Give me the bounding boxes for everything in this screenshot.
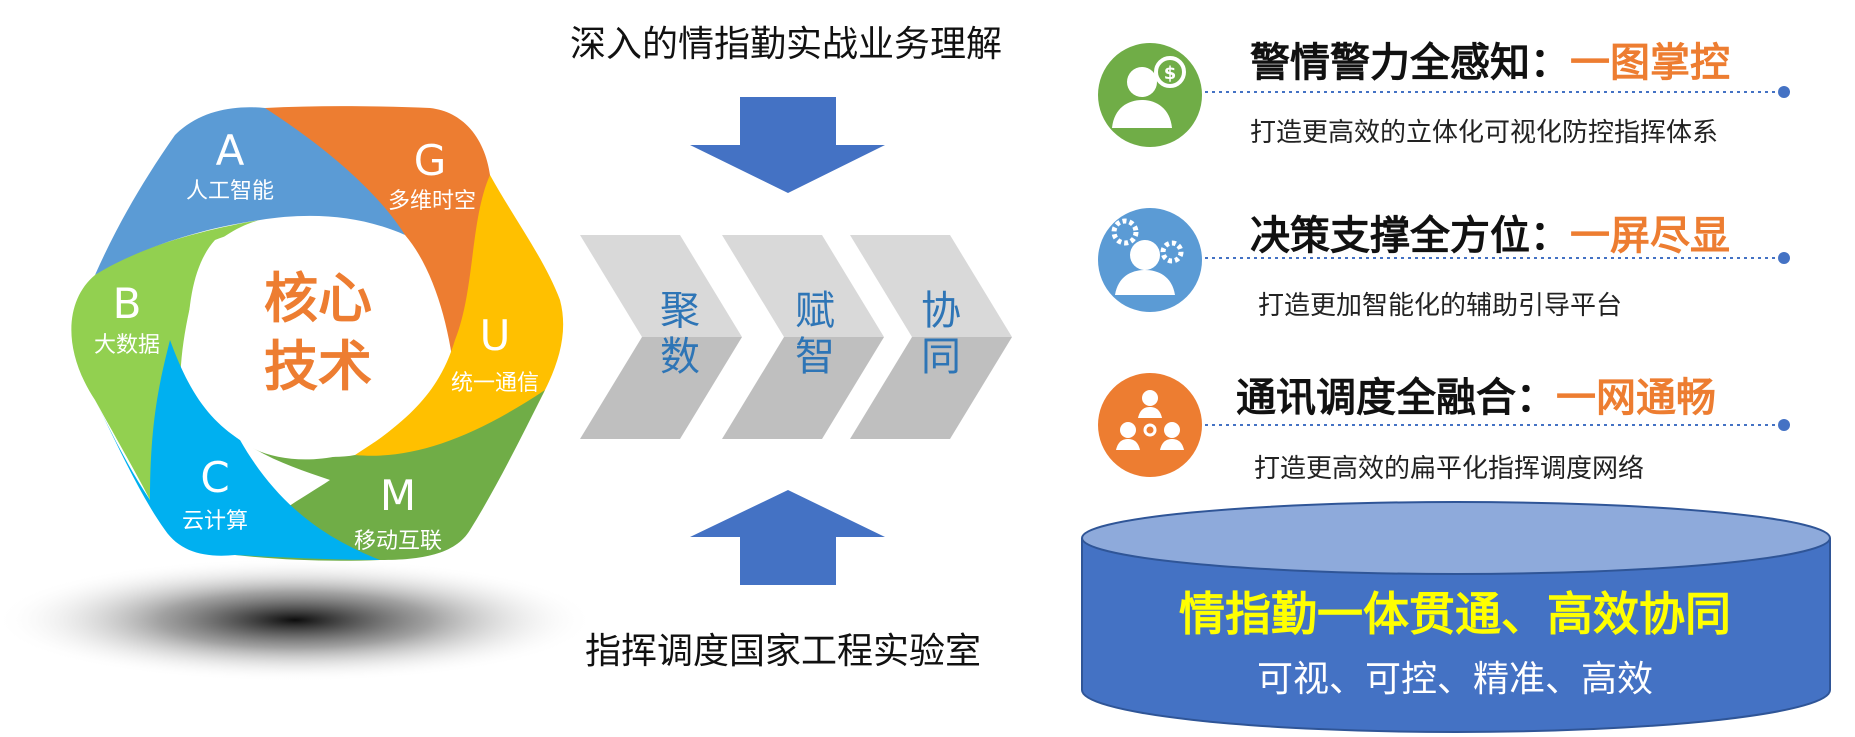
svg-text:$: $: [1164, 63, 1177, 84]
segment-c: [95, 340, 380, 560]
segment-c-label: 云计算: [182, 509, 248, 534]
feature-3-title: 通讯调度全融合：一网通畅: [1236, 375, 1716, 421]
up-arrow-icon: [690, 490, 885, 585]
chevron-3-text: 协同: [921, 288, 961, 380]
segment-b-label: 大数据: [94, 333, 160, 358]
segment-g: [265, 106, 492, 381]
segment-a-letter: A: [216, 126, 245, 175]
feature-2-title: 决策支撑全方位：一屏尽显: [1250, 213, 1730, 259]
segment-b-letter: B: [113, 279, 142, 328]
feature-2-desc: 打造更加智能化的辅助引导平台: [1258, 291, 1623, 321]
segment-m-label: 移动互联: [354, 529, 442, 554]
core-center: [188, 226, 445, 460]
base-subtitle: 可视、可控、精准、高效: [1256, 659, 1653, 700]
person-gears-icon: [1098, 208, 1202, 312]
segment-c-letter: C: [200, 453, 229, 502]
feature-3-desc: 打造更高效的扁平化指挥调度网络: [1254, 454, 1645, 484]
bottom-slogan: 指挥调度国家工程实验室: [585, 631, 982, 672]
feature-2-highlight: 一屏尽显: [1570, 213, 1730, 259]
segment-g-label: 多维时空: [388, 189, 476, 214]
feature-1-title: 警情警力全感知：一图掌控: [1250, 40, 1730, 86]
core-center-line2: 技术: [264, 335, 372, 398]
segment-a-label: 人工智能: [186, 179, 274, 204]
core-technology-diagram: 核心 技术 A 人工智能 G 多维时空 U 统一通信 M 移动互联 C 云计算 …: [0, 106, 595, 682]
chevron-1-text: 聚数: [660, 288, 700, 380]
top-slogan: 深入的情指勤实战业务理解: [570, 24, 1003, 65]
segment-u-label: 统一通信: [451, 371, 539, 396]
segment-u-letter: U: [480, 311, 511, 360]
feature-1-desc: 打造更高效的立体化可视化防控指挥体系: [1250, 118, 1719, 148]
segment-m: [235, 390, 545, 561]
people-network-icon: [1098, 373, 1202, 477]
chevron-2-text: 赋智: [795, 288, 835, 380]
hexagon-shadow: [0, 558, 595, 682]
segment-u: [355, 175, 564, 475]
down-arrow-icon: [690, 97, 885, 193]
feature-3-highlight: 一网通畅: [1556, 375, 1716, 421]
segment-g-letter: G: [414, 136, 447, 185]
person-money-icon: $: [1098, 43, 1202, 147]
base-title: 情指勤一体贯通、高效协同: [1179, 587, 1731, 641]
feature-1-highlight: 一图掌控: [1570, 40, 1730, 86]
segment-m-letter: M: [380, 471, 416, 520]
core-center-line1: 核心: [264, 267, 372, 330]
